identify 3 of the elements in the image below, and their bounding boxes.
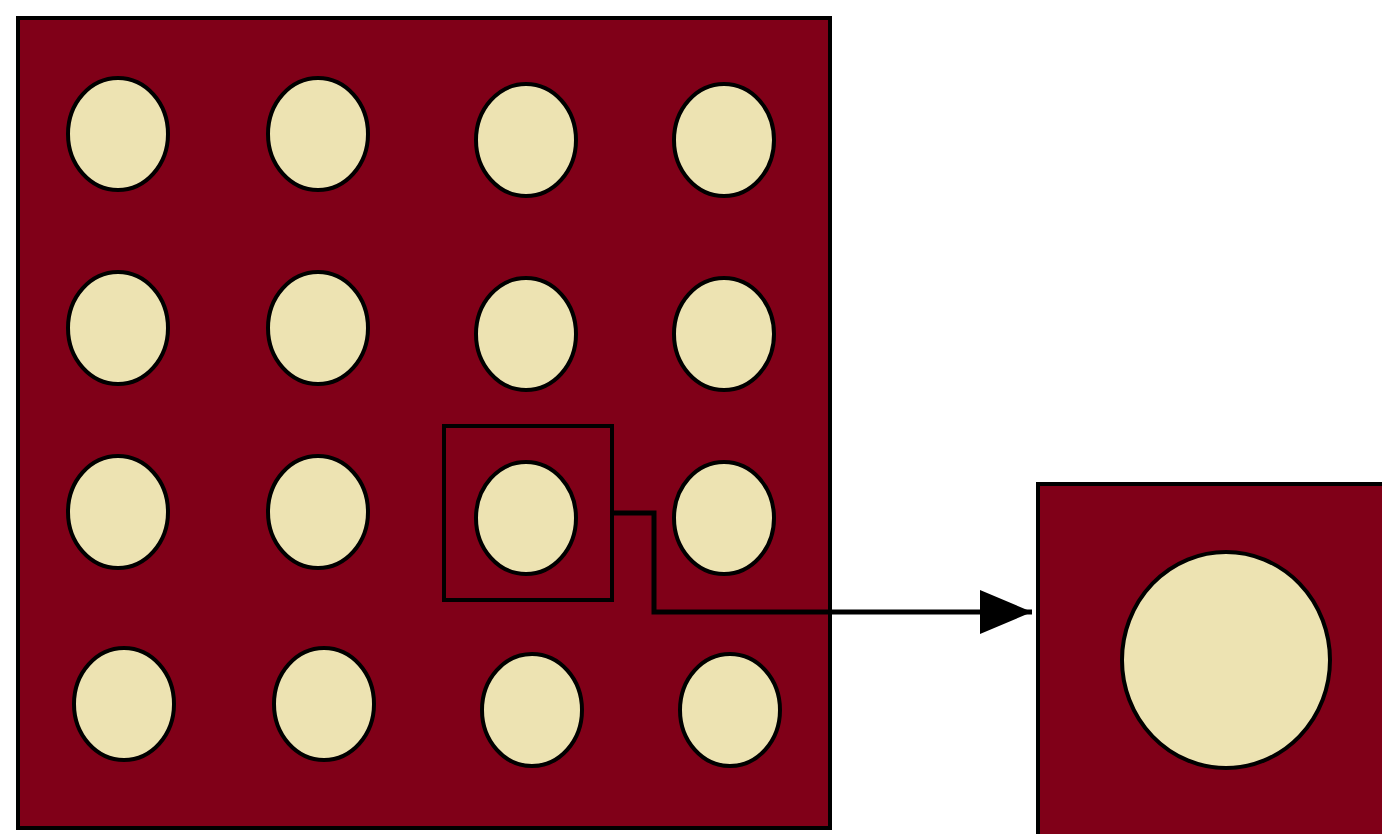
magnified-panel [1036, 482, 1382, 834]
arrow [614, 510, 1032, 634]
selection-frame [442, 424, 614, 602]
